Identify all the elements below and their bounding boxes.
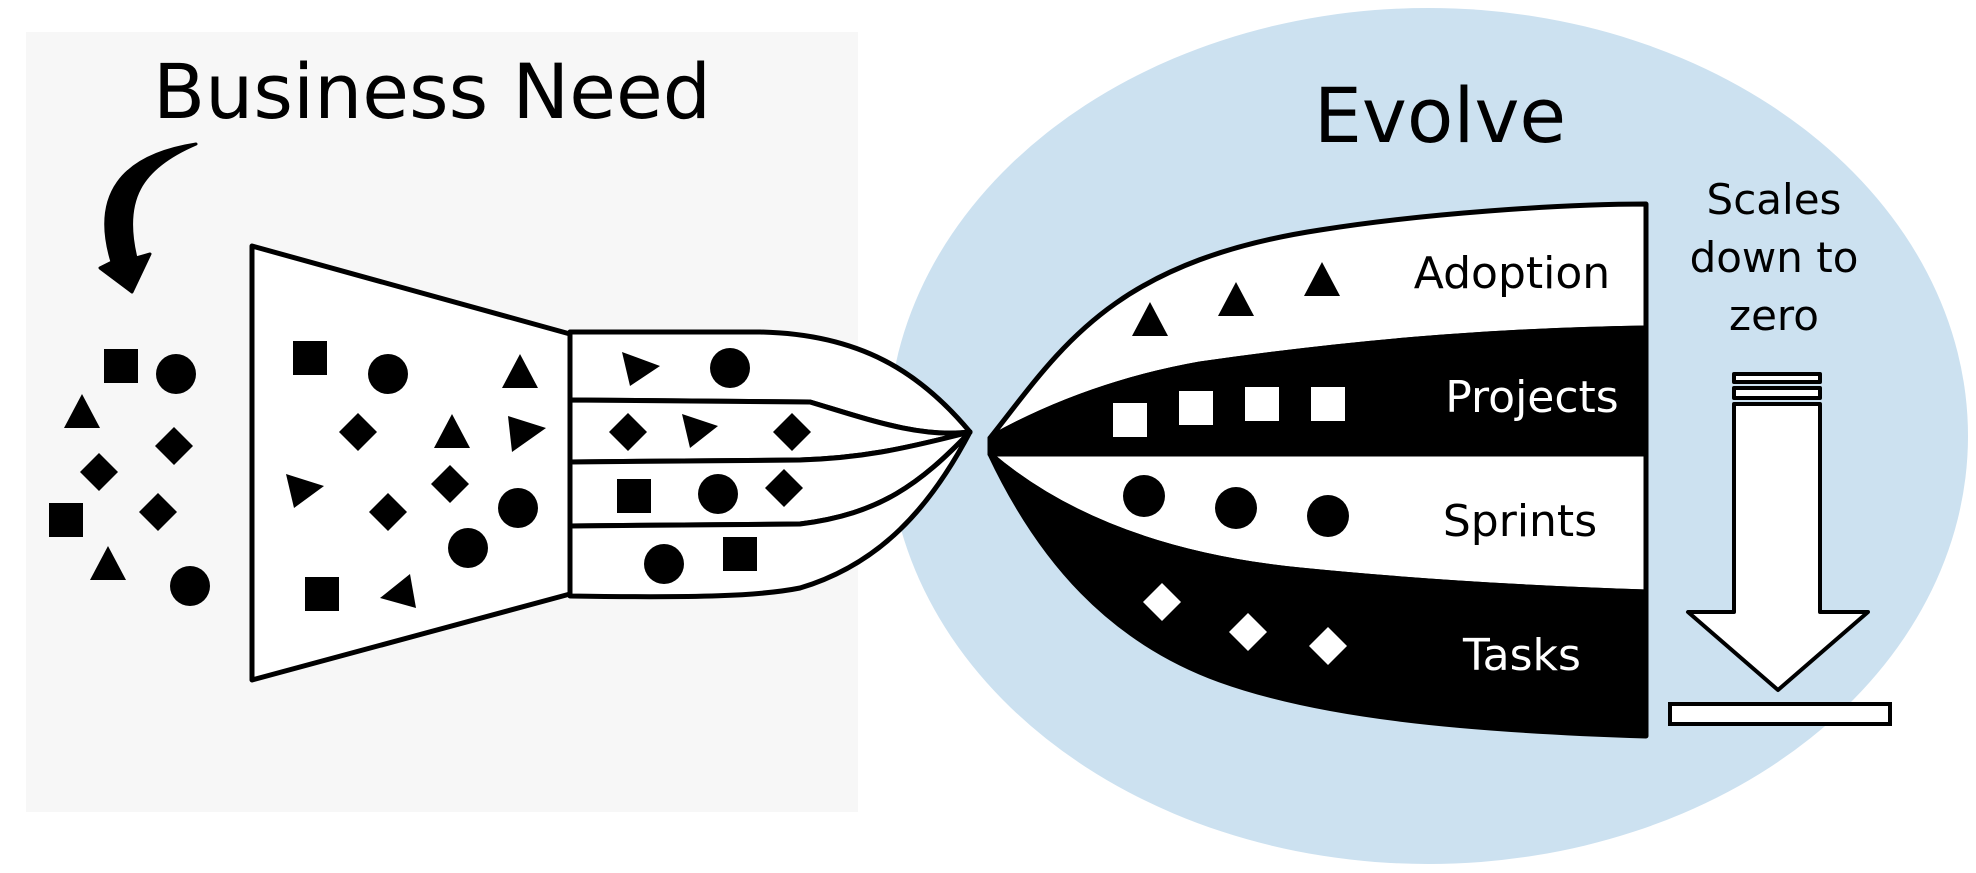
scale-note-line-1: Scales <box>1707 175 1842 224</box>
scattered-shapes <box>49 349 210 606</box>
stream-label-adoption: Adoption <box>1414 248 1610 299</box>
funnel <box>249 243 573 683</box>
down-arrow-icon <box>1686 372 1870 692</box>
curved-arrow-icon <box>98 142 198 294</box>
evolve-bands <box>987 201 1649 739</box>
zero-baseline <box>1668 702 1892 726</box>
stream-label-projects: Projects <box>1445 372 1618 423</box>
scale-note: Scales down to zero <box>1690 175 1859 340</box>
evolve-title: Evolve <box>1314 71 1566 160</box>
stream-label-tasks: Tasks <box>1462 630 1581 681</box>
scale-note-line-3: zero <box>1729 291 1819 340</box>
scale-note-line-2: down to <box>1690 233 1859 282</box>
stream-label-sprints: Sprints <box>1443 496 1597 547</box>
business-need-title: Business Need <box>153 47 711 136</box>
sorted-lanes <box>567 329 973 600</box>
